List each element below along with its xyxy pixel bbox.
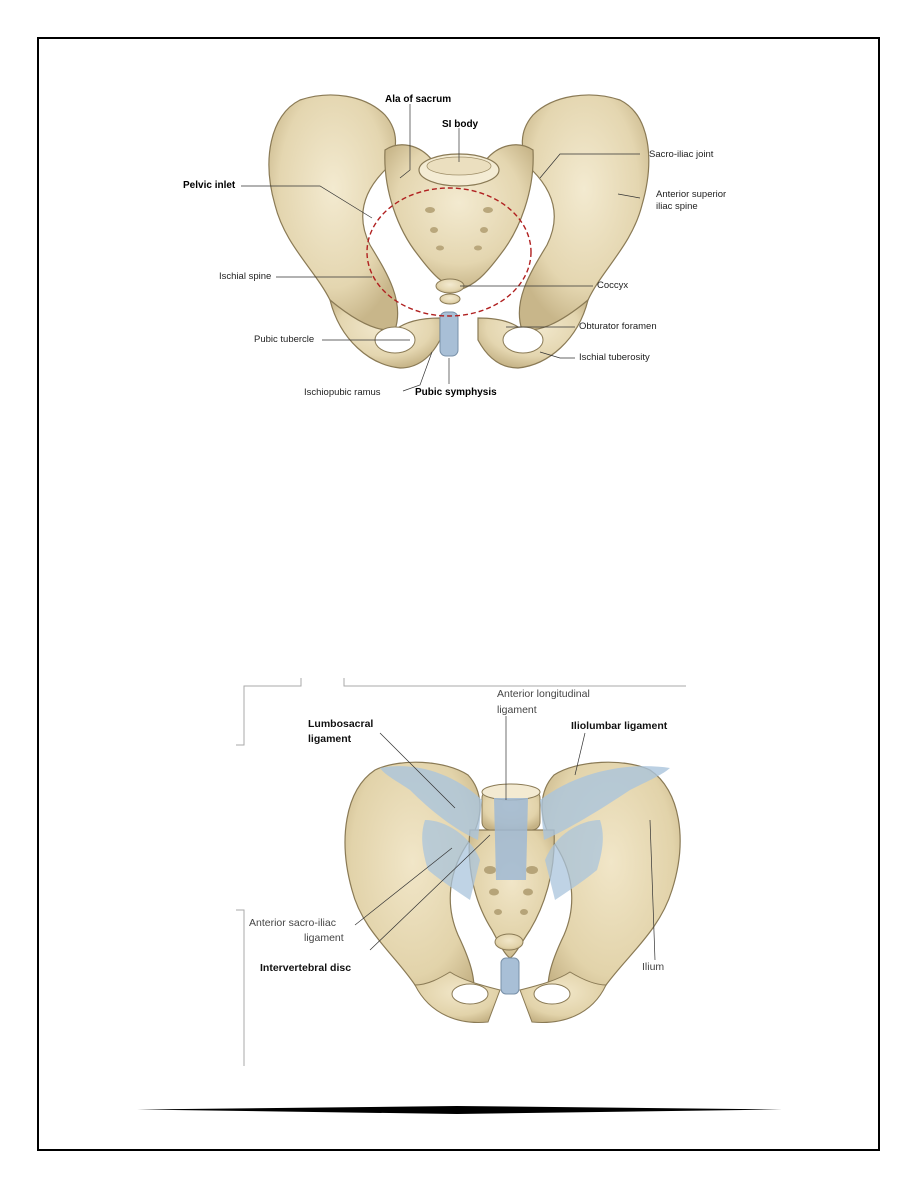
label-ala-of-sacrum: Ala of sacrum <box>385 94 452 105</box>
label-lumbosacral-line2: ligament <box>308 733 352 745</box>
pubic-symphysis-disc-2 <box>500 957 520 995</box>
label-asis-line2: iliac spine <box>656 201 698 212</box>
label-anterior-longitudinal-line1: Anterior longitudinal <box>497 688 590 700</box>
label-ischial-tuberosity: Ischial tuberosity <box>579 352 650 363</box>
label-sacro-iliac-joint: Sacro-iliac joint <box>649 149 714 160</box>
left-iliolumbar-ligament <box>380 766 482 840</box>
label-anterior-sacroiliac-line1: Anterior sacro-iliac <box>249 917 336 929</box>
label-anterior-sacroiliac-line2: ligament <box>304 932 344 944</box>
left-anterior-sacroiliac-ligament <box>422 820 480 900</box>
left-ilium <box>268 94 399 331</box>
label-pubic-symphysis: Pubic symphysis <box>415 387 497 398</box>
pelvis-figure-ligaments: Anterior longitudinal ligament Lumbosacr… <box>236 678 686 1066</box>
right-iliolumbar-ligament <box>540 766 670 840</box>
label-pubic-tubercle: Pubic tubercle <box>254 334 315 345</box>
label-intervertebral-disc: Intervertebral disc <box>260 962 352 974</box>
label-iliolumbar-ligament: Iliolumbar ligament <box>571 720 668 732</box>
right-anterior-sacroiliac-ligament <box>545 820 603 900</box>
pelvis-illustration-top <box>241 94 650 392</box>
label-lumbosacral-line1: Lumbosacral <box>308 718 374 730</box>
label-si-body: SI body <box>442 119 479 130</box>
label-asis-line1: Anterior superior <box>656 189 727 200</box>
label-anterior-longitudinal-line2: ligament <box>497 704 537 716</box>
label-ischiopubic-ramus: Ischiopubic ramus <box>304 387 381 398</box>
label-ilium: Ilium <box>642 961 665 973</box>
label-pelvic-inlet: Pelvic inlet <box>183 180 236 191</box>
label-ischial-spine: Ischial spine <box>219 271 272 282</box>
pelvis-illustration-ligaments <box>236 678 686 1066</box>
pubic-symphysis-disc <box>439 311 459 357</box>
page-border <box>37 37 880 1151</box>
label-coccyx: Coccyx <box>597 280 629 291</box>
anterior-longitudinal-ligament <box>494 798 528 880</box>
right-ilium-2 <box>541 761 681 1013</box>
pelvis-figure-top: Ala of sacrum SI body Sacro-iliac joint … <box>0 0 918 420</box>
pelvic-inlet-outline <box>366 187 532 317</box>
left-ilium-2 <box>344 761 481 1013</box>
footer-rule <box>137 1106 782 1114</box>
label-obturator-foramen: Obturator foramen <box>579 321 657 332</box>
